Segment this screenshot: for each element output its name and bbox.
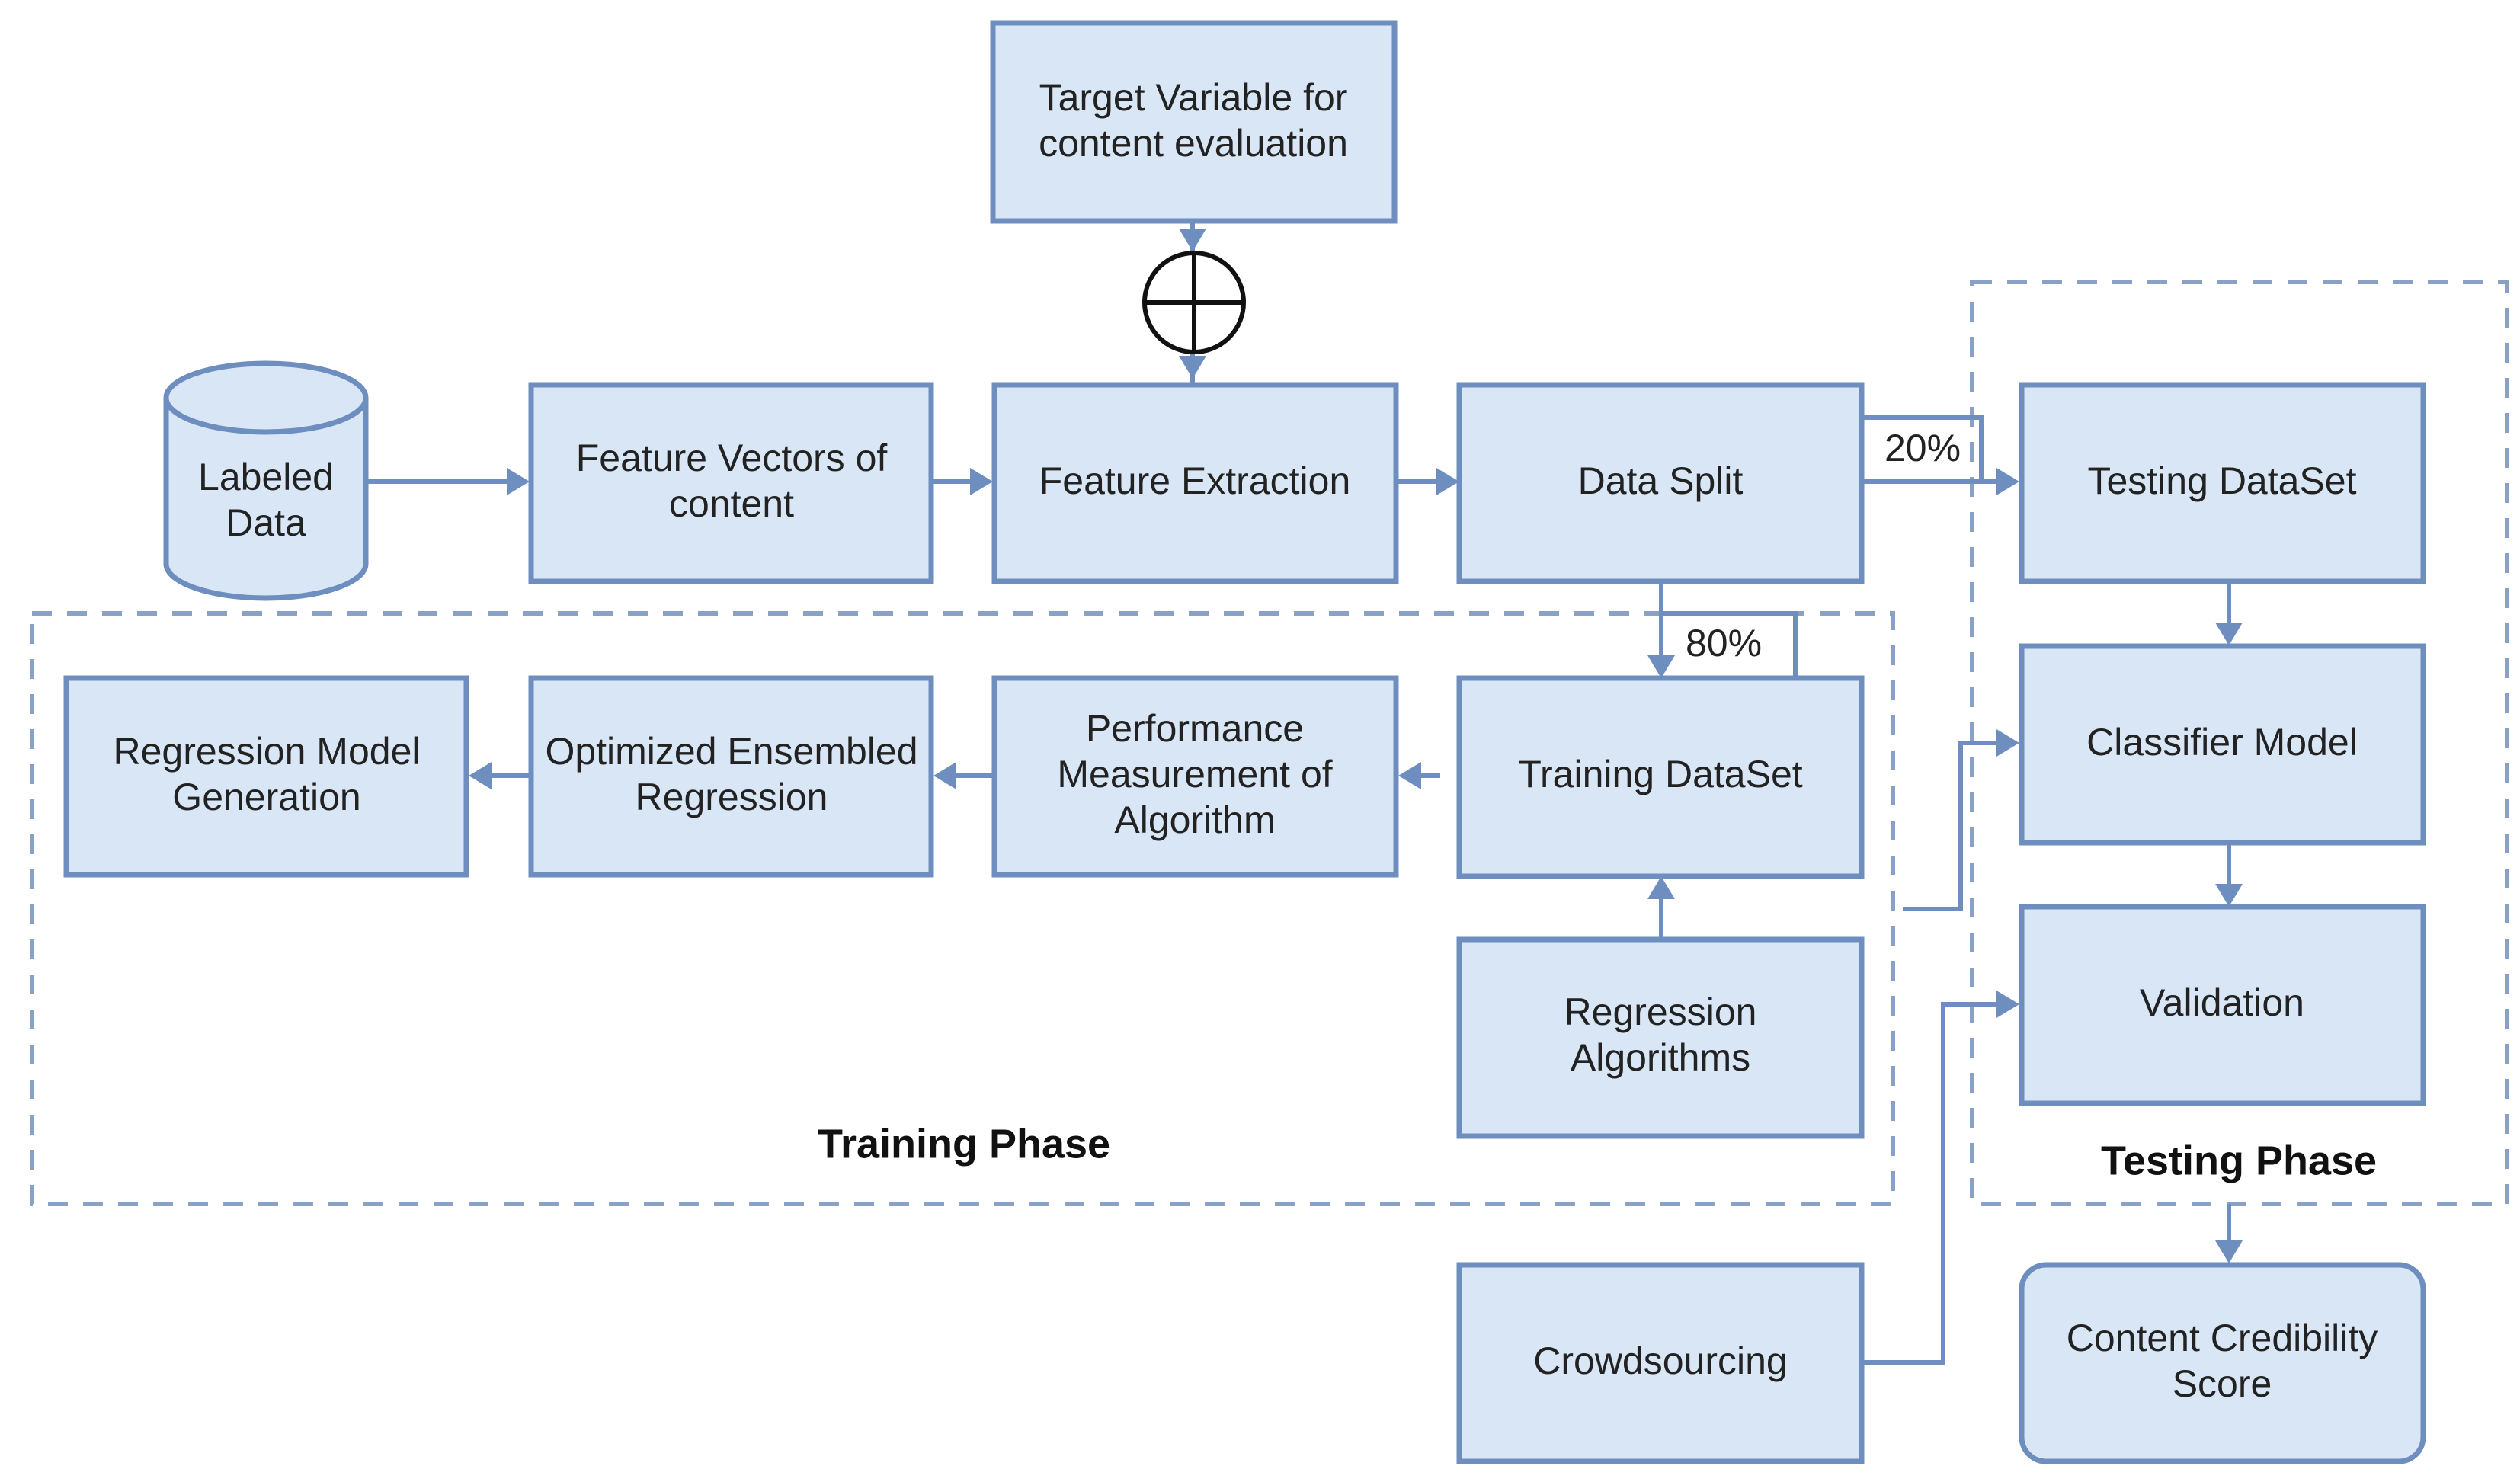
testing-dataset-label: Testing DataSet: [2088, 459, 2357, 502]
edge-crowdsourcing-to-validation: [1862, 1002, 2000, 1365]
label-line: Crowdsourcing: [1533, 1340, 1787, 1382]
label-line: Performance: [1086, 707, 1304, 750]
regression-algorithms-box: [1456, 936, 1865, 1139]
arrow-head: [1996, 991, 2019, 1018]
target-variable-box: [990, 20, 1398, 224]
label-line: Testing DataSet: [2088, 459, 2357, 502]
arrow-head: [1996, 729, 2019, 757]
edge-into-classifier: [1903, 741, 2000, 911]
label-line: Score: [2173, 1362, 2272, 1405]
label-line: Measurement of: [1057, 753, 1332, 795]
label-line: content: [669, 482, 794, 525]
label-line: Target Variable for: [1039, 76, 1348, 119]
arrow-head: [1647, 655, 1675, 678]
content-credibility-box: [2019, 1262, 2426, 1464]
label-line: Feature Extraction: [1039, 459, 1351, 502]
training-dataset-box: [1456, 675, 1865, 879]
label-line: Feature Vectors of: [576, 437, 888, 479]
label-line: Regression: [1564, 991, 1757, 1033]
arrow-head: [970, 468, 993, 495]
label-line: Labeled: [198, 456, 334, 498]
label-line: Algorithm: [1114, 799, 1275, 841]
arrow-head: [1179, 229, 1206, 251]
training-phase-title: Training Phase: [818, 1121, 1110, 1167]
split-80-bracket: [1661, 611, 1798, 680]
arrow-head: [1179, 356, 1206, 379]
testing-dataset-box: [2019, 382, 2426, 584]
label-line: Training DataSet: [1518, 753, 1802, 795]
training-dataset-label: Training DataSet: [1518, 753, 1802, 795]
split-20-label: 20%: [1884, 427, 1961, 469]
testing-phase-title: Testing Phase: [2101, 1138, 2377, 1183]
label-line: Generation: [172, 776, 360, 818]
crowdsourcing-label: Crowdsourcing: [1533, 1340, 1787, 1382]
arrow-head: [1647, 876, 1675, 899]
feature-vectors-box: [528, 382, 934, 584]
feature-extraction-label: Feature Extraction: [1039, 459, 1351, 502]
label-line: Data Split: [1578, 459, 1744, 502]
arrow-head: [2215, 1240, 2243, 1263]
arrow-head: [2215, 884, 2243, 907]
training-phase-region: [30, 611, 1895, 1206]
classifier-model-box: [2019, 643, 2426, 846]
arrow-head: [469, 762, 492, 789]
label-line: Data: [226, 501, 306, 544]
arrow-head: [1436, 468, 1459, 495]
optimized-ensembled-box: [528, 675, 934, 878]
summing-junction-icon: [1142, 251, 1246, 354]
data-split-label: Data Split: [1578, 459, 1744, 502]
label-line: Algorithms: [1571, 1036, 1750, 1079]
label-line: Regression: [636, 776, 828, 818]
label-line: Optimized Ensembled: [545, 730, 917, 773]
validation-label: Validation: [2140, 981, 2304, 1024]
testing-phase-region: [1970, 280, 2509, 1206]
arrow-head: [933, 762, 956, 789]
label-line: Content Credibility: [2067, 1317, 2378, 1359]
data-split-box: [1456, 382, 1865, 584]
regression-model-generation-box: [63, 675, 469, 878]
arrow-head: [1996, 468, 2019, 495]
classifier-model-label: Classifier Model: [2086, 721, 2358, 763]
crowdsourcing-box: [1456, 1262, 1865, 1464]
label-line: Regression Model: [114, 730, 421, 773]
feature-extraction-box: [991, 382, 1399, 584]
arrow-heads: [469, 229, 2243, 1263]
label-line: Validation: [2140, 981, 2304, 1024]
arrow-head: [1398, 762, 1421, 789]
arrow-head: [507, 468, 530, 495]
label-line: Classifier Model: [2086, 721, 2358, 763]
split-80-label: 80%: [1686, 622, 1762, 664]
arrow-head: [2215, 623, 2243, 645]
label-line: content evaluation: [1039, 122, 1348, 165]
validation-box: [2019, 904, 2426, 1106]
performance-measurement-box: [991, 675, 1399, 878]
